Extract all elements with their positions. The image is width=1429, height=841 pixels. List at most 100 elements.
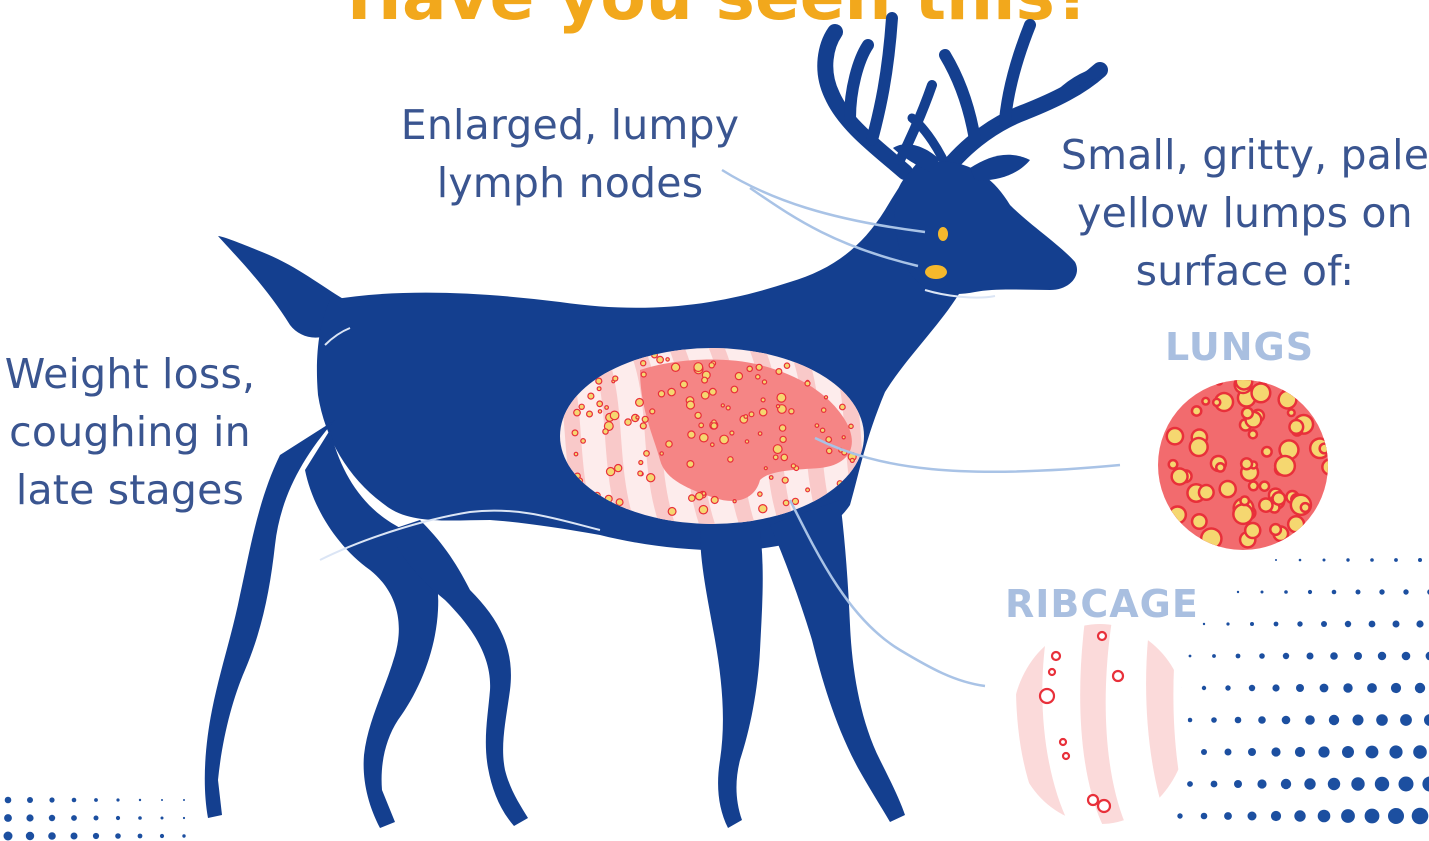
lump <box>640 423 646 429</box>
dot <box>94 798 98 802</box>
dot <box>1201 749 1207 755</box>
dot <box>1400 714 1412 726</box>
dot <box>26 814 33 821</box>
dot <box>1308 590 1312 594</box>
dot <box>182 834 185 837</box>
dot <box>1320 684 1329 693</box>
lump <box>842 436 845 439</box>
lump <box>613 376 618 381</box>
lump <box>1113 671 1123 681</box>
lump <box>1173 470 1186 483</box>
dot <box>1318 810 1331 823</box>
lump <box>701 391 709 399</box>
dot <box>1366 746 1379 759</box>
dot <box>1341 809 1355 823</box>
dot <box>1272 684 1279 691</box>
dot <box>1271 747 1280 756</box>
lump <box>1098 800 1110 812</box>
lump <box>758 432 762 436</box>
lump <box>840 404 846 410</box>
dot <box>1424 714 1429 726</box>
lump <box>672 363 680 371</box>
dot <box>1370 558 1374 562</box>
dot <box>1351 777 1364 790</box>
lump <box>781 454 787 460</box>
dot <box>1261 591 1264 594</box>
dot <box>72 798 77 803</box>
lump <box>666 441 672 447</box>
dot <box>1189 655 1192 658</box>
lump <box>1274 494 1284 504</box>
dot <box>1296 684 1304 692</box>
lump <box>581 439 586 444</box>
lump <box>642 416 648 422</box>
dot <box>1275 559 1277 561</box>
dot <box>1422 776 1429 791</box>
lump <box>776 369 782 375</box>
lump <box>1170 461 1176 467</box>
lump <box>1237 374 1251 388</box>
dot <box>1354 652 1362 660</box>
dot <box>1318 746 1329 757</box>
lump <box>789 409 794 414</box>
dot <box>1328 778 1340 790</box>
decorative-dots-left <box>4 797 186 841</box>
dot <box>1257 779 1266 788</box>
lump <box>657 356 664 363</box>
lump <box>709 363 714 368</box>
lump <box>699 423 704 428</box>
weight-label-line-1: Weight loss, <box>0 345 260 403</box>
lump <box>639 461 643 465</box>
lump <box>1289 518 1302 531</box>
lump <box>1289 411 1293 415</box>
lump <box>597 387 601 391</box>
dot <box>1249 685 1255 691</box>
dot <box>1297 621 1302 626</box>
lump <box>1052 652 1060 660</box>
dot <box>1234 780 1242 788</box>
lump <box>779 425 785 431</box>
lumps-label-line-3: surface of: <box>1060 242 1429 300</box>
lump <box>1063 753 1069 759</box>
lump <box>761 398 765 402</box>
lump <box>820 428 824 432</box>
lump-ring <box>1215 377 1224 386</box>
lump <box>1235 506 1252 523</box>
lump <box>610 411 619 420</box>
dot <box>116 798 119 801</box>
dot <box>1271 811 1281 821</box>
lump <box>762 380 766 384</box>
lump <box>1170 508 1184 522</box>
lump <box>728 457 733 462</box>
lump <box>644 451 650 457</box>
lump <box>694 363 703 372</box>
lump <box>1242 498 1248 504</box>
lump <box>597 401 603 407</box>
lump <box>1272 525 1280 533</box>
dot <box>138 834 143 839</box>
lump <box>607 468 615 476</box>
lump <box>574 452 578 456</box>
lump <box>782 477 788 483</box>
dot <box>1211 781 1218 788</box>
lump <box>1204 399 1208 403</box>
lump <box>783 500 789 506</box>
lump <box>700 434 708 442</box>
decorative-dots-right <box>1177 558 1429 824</box>
lump <box>1321 445 1328 452</box>
lump <box>1193 408 1200 415</box>
lump <box>759 505 767 513</box>
dot <box>4 832 13 841</box>
lump <box>760 409 767 416</box>
dot <box>1201 813 1208 820</box>
lump <box>699 506 707 514</box>
lump <box>1088 795 1098 805</box>
lump <box>822 408 826 412</box>
dot <box>1248 812 1257 821</box>
dot <box>1307 653 1314 660</box>
dot <box>1375 777 1389 791</box>
dot <box>1394 558 1398 562</box>
lump <box>780 436 786 442</box>
dot <box>161 817 164 820</box>
lump <box>827 448 832 453</box>
